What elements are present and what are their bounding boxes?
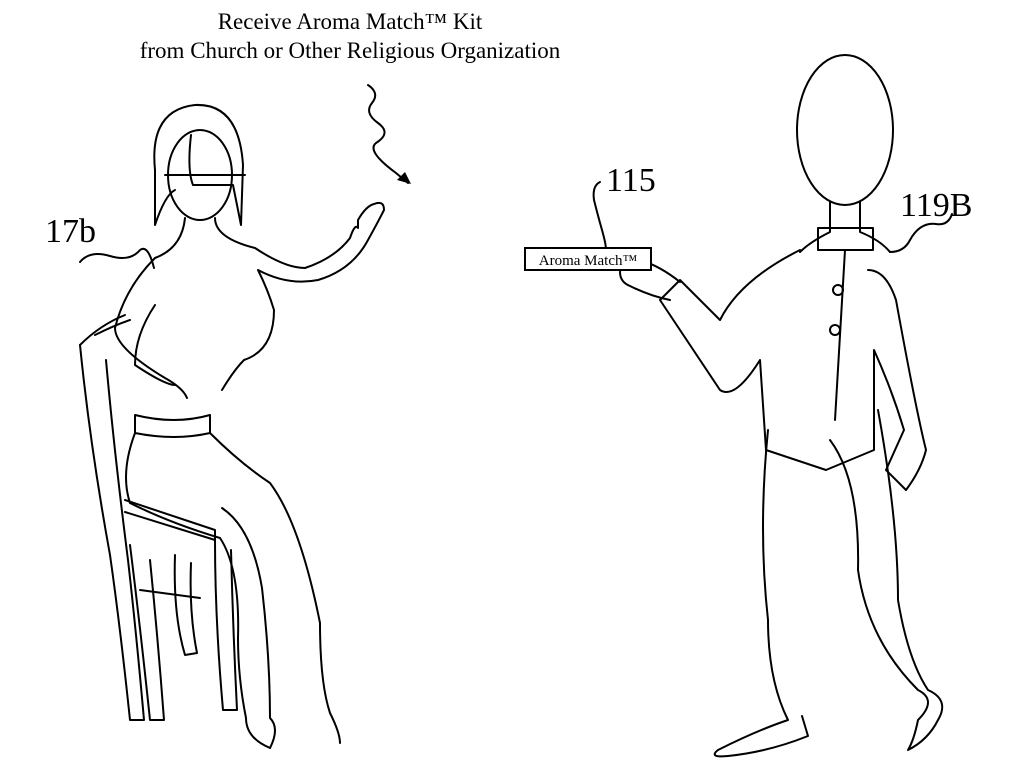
reference-119b: 119B: [900, 187, 973, 224]
curved-arrow: [367, 84, 411, 184]
reference-115: 115: [606, 162, 656, 199]
leader-115: [592, 181, 607, 251]
aroma-match-kit-box: Aroma Match™: [524, 247, 652, 271]
chair: [79, 314, 238, 721]
caption-line-2: from Church or Other Religious Organizat…: [139, 38, 561, 63]
woman-figure: [114, 103, 385, 749]
leader-119b: [889, 213, 953, 253]
reference-17b: 17b: [45, 213, 96, 250]
leader-17b: [79, 247, 155, 269]
caption-line-1: Receive Aroma Match™ Kit: [217, 9, 483, 34]
man-figure: [619, 54, 944, 758]
